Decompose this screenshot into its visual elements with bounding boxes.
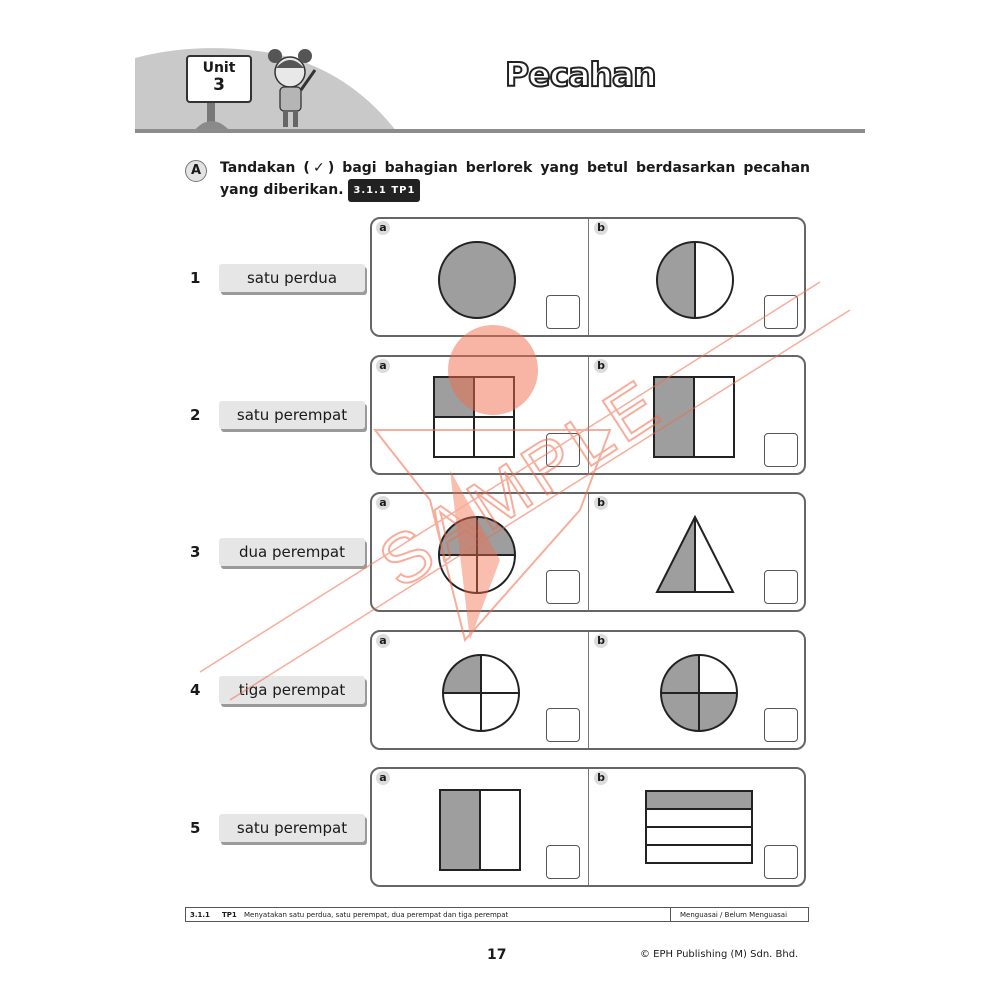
option-a-badge: a <box>376 771 390 785</box>
question-card: a b <box>370 492 806 612</box>
answer-checkbox-b[interactable] <box>764 295 798 329</box>
fraction-label: satu perempat <box>219 814 365 842</box>
circle-shape <box>442 654 520 732</box>
unit-sign: Unit 3 <box>186 55 252 103</box>
answer-checkbox-b[interactable] <box>764 433 798 467</box>
striped-rectangle-shape <box>645 790 753 864</box>
question-card: a b <box>370 630 806 750</box>
card-divider <box>588 219 589 335</box>
fraction-label: tiga perempat <box>219 676 365 704</box>
triangle-shape <box>655 514 735 593</box>
unit-number: 3 <box>213 75 225 95</box>
fraction-label: satu perempat <box>219 401 365 429</box>
question-number: 3 <box>190 543 201 561</box>
square-shape <box>433 376 515 458</box>
page-number: 17 <box>487 947 507 963</box>
answer-checkbox-a[interactable] <box>546 845 580 879</box>
option-a-badge: a <box>376 359 390 373</box>
circle-shape <box>660 654 738 732</box>
copyright: © EPH Publishing (M) Sdn. Bhd. <box>640 949 799 960</box>
footer-level: TP1 <box>222 911 237 919</box>
option-b-badge: b <box>594 771 608 785</box>
question-number: 5 <box>190 819 201 837</box>
footer-status: Menguasai / Belum Menguasai <box>680 911 788 919</box>
answer-checkbox-b[interactable] <box>764 708 798 742</box>
header-hill <box>135 48 397 132</box>
option-b-badge: b <box>594 359 608 373</box>
unit-label: Unit <box>202 60 236 76</box>
header-rule <box>135 129 865 133</box>
answer-checkbox-b[interactable] <box>764 845 798 879</box>
assessment-bar: 3.1.1 TP1 Menyatakan satu perdua, satu p… <box>185 907 809 922</box>
answer-checkbox-a[interactable] <box>546 433 580 467</box>
answer-checkbox-b[interactable] <box>764 570 798 604</box>
skill-tag: 3.1.1 TP1 <box>348 179 421 202</box>
circle-shape <box>656 241 734 319</box>
question-card: a b <box>370 355 806 475</box>
card-divider <box>588 494 589 610</box>
fraction-label: satu perdua <box>219 264 365 292</box>
card-divider <box>588 769 589 885</box>
option-b-badge: b <box>594 496 608 510</box>
card-divider <box>588 357 589 473</box>
option-a-badge: a <box>376 634 390 648</box>
answer-checkbox-a[interactable] <box>546 570 580 604</box>
answer-checkbox-a[interactable] <box>546 295 580 329</box>
option-b-badge: b <box>594 221 608 235</box>
option-a-badge: a <box>376 496 390 510</box>
question-card: a b <box>370 217 806 337</box>
footer-description: Menyatakan satu perdua, satu perempat, d… <box>244 911 509 919</box>
question-card: a b <box>370 767 806 887</box>
card-divider <box>588 632 589 748</box>
rectangle-shape <box>439 789 521 871</box>
square-shape <box>653 376 735 458</box>
instruction-text: Tandakan (✓) bagi bahagian berlorek yang… <box>220 158 810 202</box>
circle-shape <box>438 241 516 319</box>
answer-checkbox-a[interactable] <box>546 708 580 742</box>
footer-code: 3.1.1 <box>190 911 210 919</box>
circle-shape <box>438 516 516 594</box>
question-number: 1 <box>190 269 201 287</box>
footer-divider <box>670 908 671 921</box>
option-b-badge: b <box>594 634 608 648</box>
page-title: Pecahan <box>504 54 658 95</box>
option-a-badge: a <box>376 221 390 235</box>
fraction-label: dua perempat <box>219 538 365 566</box>
question-number: 2 <box>190 406 201 424</box>
question-number: 4 <box>190 681 201 699</box>
section-letter: A <box>185 160 207 182</box>
instruction-body: Tandakan (✓) bagi bahagian berlorek yang… <box>220 160 810 198</box>
